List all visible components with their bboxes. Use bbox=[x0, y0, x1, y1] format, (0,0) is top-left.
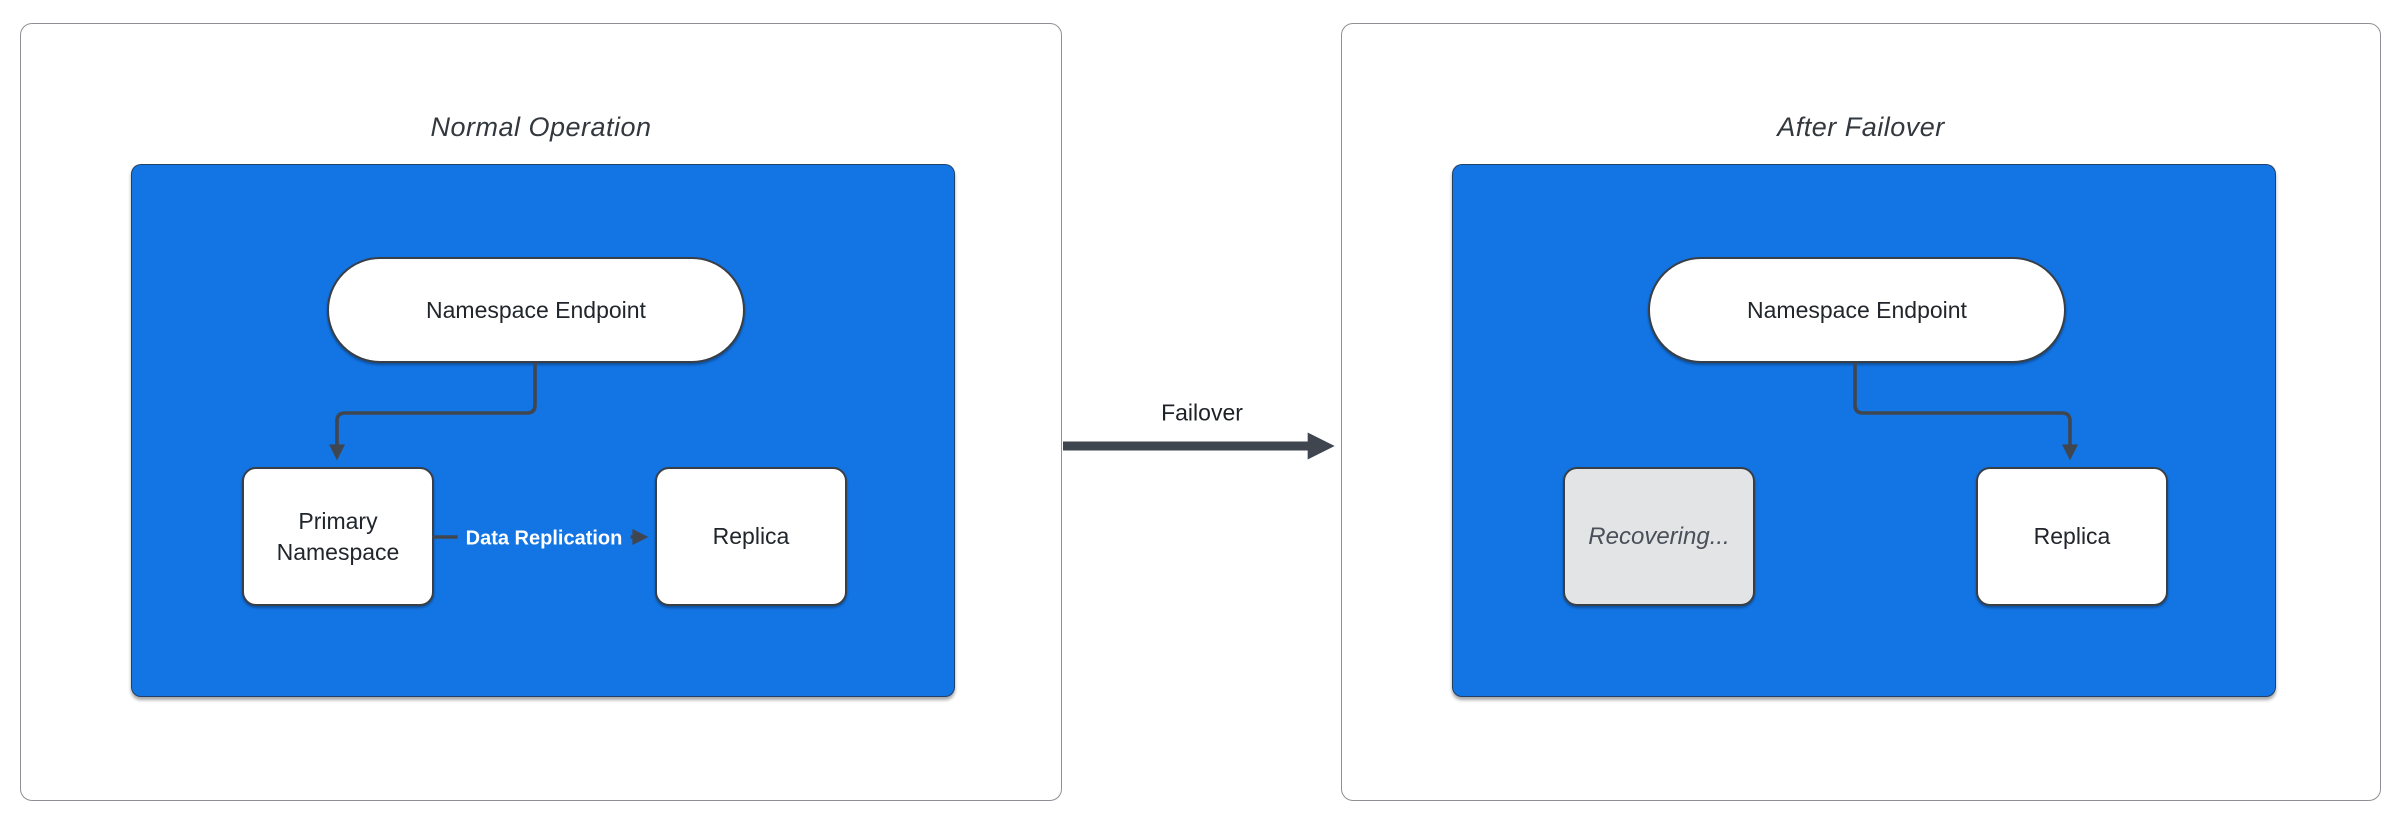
node-label: Replica bbox=[2033, 523, 2111, 549]
edge-label-data-replication: Data Replication bbox=[457, 525, 631, 553]
node-namespace-endpoint-left: Namespace Endpoint bbox=[327, 257, 745, 363]
panel-after-failover: After Failover Namespace Endpoint Recove… bbox=[1341, 23, 2381, 801]
node-label: Replica bbox=[712, 523, 790, 549]
node-replica-left: Replica bbox=[655, 467, 847, 606]
node-replica-right: Replica bbox=[1976, 467, 2168, 606]
panel-normal-operation: Normal Operation Namespace Endpoint Prim… bbox=[20, 23, 1062, 801]
cluster-normal-operation: Namespace Endpoint Primary Namespace Rep… bbox=[131, 164, 955, 697]
panel-title-normal-operation: Normal Operation bbox=[430, 112, 652, 142]
panel-title-after-failover: After Failover bbox=[1777, 112, 1945, 142]
node-label: Recovering... bbox=[1588, 523, 1730, 550]
node-recovering: Recovering... bbox=[1563, 467, 1755, 606]
node-label: Primary Namespace bbox=[276, 507, 400, 565]
cluster-after-failover: Namespace Endpoint Recovering... Replica bbox=[1452, 164, 2276, 697]
node-label: Namespace Endpoint bbox=[426, 296, 646, 323]
node-label: Namespace Endpoint bbox=[1747, 296, 1967, 323]
node-primary-namespace: Primary Namespace bbox=[242, 467, 434, 606]
node-namespace-endpoint-right: Namespace Endpoint bbox=[1648, 257, 2066, 363]
failover-arrow-label: Failover bbox=[1161, 399, 1243, 426]
